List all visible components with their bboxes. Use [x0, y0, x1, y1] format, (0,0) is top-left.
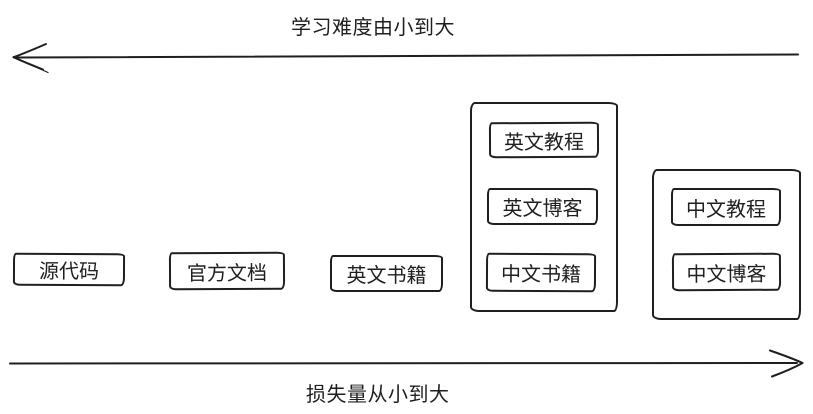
box-english-books-label: 英文书籍 [346, 265, 427, 287]
top-arrow-head-upper [12, 43, 47, 59]
box-english-tutorials: 英文教程 [488, 121, 600, 159]
box-source-code-label: 源代码 [38, 260, 100, 284]
box-chinese-tutorials-label: 中文教程 [686, 198, 766, 221]
box-chinese-books-label: 中文书籍 [500, 263, 582, 287]
box-chinese-books: 中文书籍 [485, 252, 597, 293]
bottom-arrow-line [9, 362, 798, 365]
box-source-code: 源代码 [12, 252, 126, 287]
group-box-right: 中文教程 中文博客 [652, 169, 801, 320]
top-arrow-head-sketch-stroke [28, 63, 49, 74]
bottom-arrow-head-upper [769, 349, 804, 364]
bottom-axis-label: 损失量从小到大 [306, 384, 450, 406]
box-chinese-blogs-label: 中文博客 [686, 263, 767, 286]
box-chinese-tutorials: 中文教程 [671, 188, 781, 226]
box-english-blogs-label: 英文博客 [502, 198, 583, 220]
box-english-books: 英文书籍 [330, 255, 443, 292]
box-english-blogs: 英文博客 [487, 188, 598, 225]
box-official-docs-label: 官方文档 [186, 262, 268, 285]
group-box-left: 英文教程 英文博客 中文书籍 [470, 102, 618, 312]
box-official-docs: 官方文档 [168, 251, 286, 291]
box-english-tutorials-label: 英文教程 [503, 131, 585, 154]
bottom-arrow-head-lower [771, 362, 804, 378]
top-axis-label: 学习难度由小到大 [291, 17, 455, 39]
box-chinese-blogs: 中文博客 [671, 252, 782, 292]
top-arrow-line [15, 53, 799, 59]
